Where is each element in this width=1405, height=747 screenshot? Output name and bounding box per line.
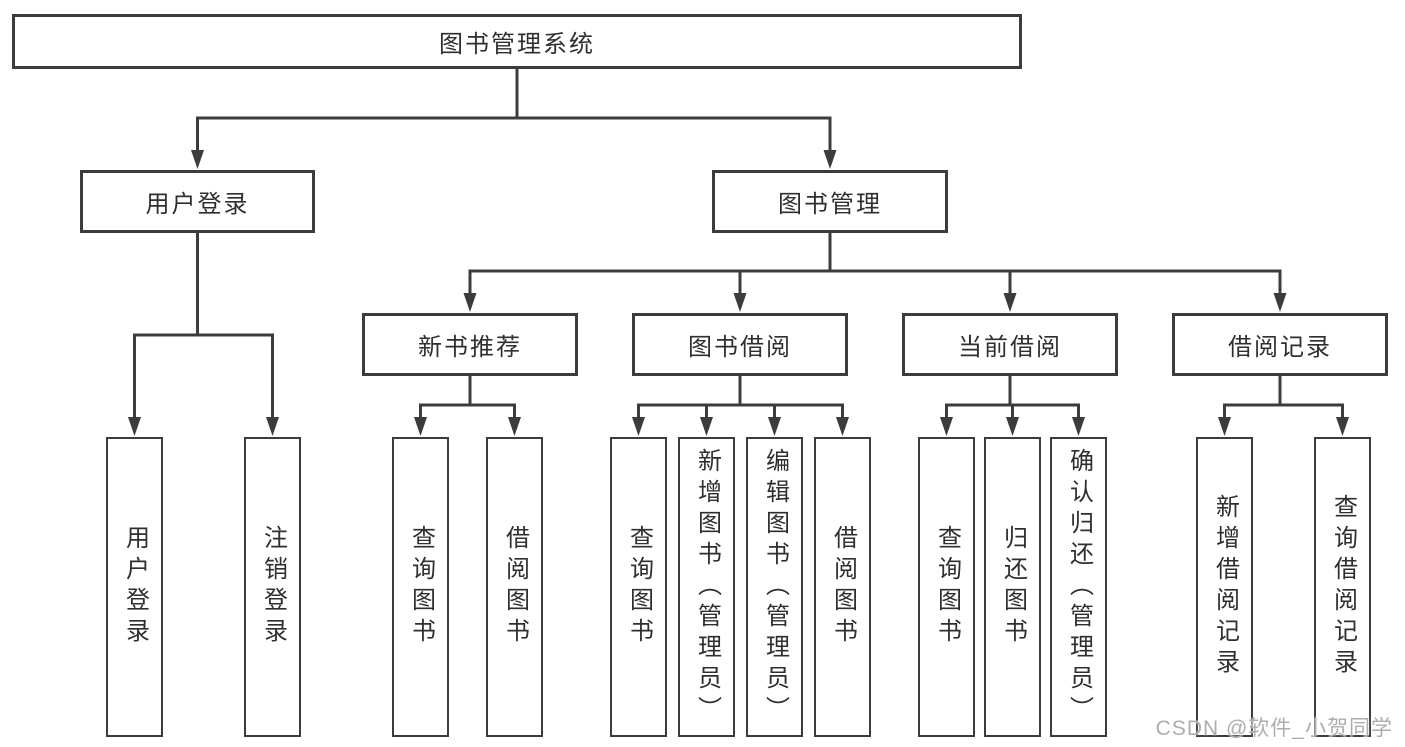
arrowhead — [823, 150, 837, 169]
node-leaf-borrow-books-recommend: 借阅图书 — [486, 437, 543, 737]
arrowhead — [414, 417, 427, 436]
node-label: 借阅图书 — [501, 525, 529, 649]
node-label: 借阅图书 — [829, 525, 857, 649]
arrowhead — [191, 150, 204, 169]
arrowhead — [266, 417, 279, 436]
node-label: 图书管理系统 — [439, 31, 595, 58]
arrowhead — [1218, 417, 1231, 436]
node-label: 新增图书（管理员） — [693, 447, 721, 727]
node-label: 确认归还（管理员） — [1065, 447, 1093, 727]
node-label: 当前借阅 — [958, 334, 1062, 361]
node-label: 查询图书 — [625, 525, 653, 649]
node-leaf-query-books-borrow: 查询图书 — [610, 437, 667, 737]
arrowhead — [940, 417, 953, 436]
node-book-borrow: 图书借阅 — [632, 313, 848, 376]
node-book-management: 图书管理 — [712, 170, 948, 233]
arrowhead — [128, 417, 141, 436]
arrowhead — [836, 417, 849, 436]
node-label: 查询图书 — [933, 525, 961, 649]
node-borrow-records: 借阅记录 — [1172, 313, 1388, 376]
arrowhead — [1273, 293, 1287, 312]
node-label: 图书借阅 — [688, 334, 792, 361]
node-label: 新增借阅记录 — [1211, 494, 1239, 680]
node-leaf-user-login: 用户登录 — [106, 437, 163, 737]
node-label: 用户登录 — [121, 525, 149, 649]
node-library-system: 图书管理系统 — [12, 14, 1022, 69]
node-leaf-borrow-books: 借阅图书 — [814, 437, 871, 737]
node-label: 归还图书 — [999, 525, 1027, 649]
node-leaf-logout: 注销登录 — [244, 437, 301, 737]
arrowhead — [700, 417, 713, 436]
arrowhead — [632, 417, 645, 436]
node-label: 新书推荐 — [418, 334, 522, 361]
node-leaf-return-books: 归还图书 — [984, 437, 1041, 737]
node-label: 图书管理 — [778, 191, 882, 218]
arrowhead — [463, 293, 477, 312]
node-label: 查询借阅记录 — [1329, 494, 1357, 680]
node-label: 用户登录 — [145, 191, 250, 218]
node-new-book-recommend: 新书推荐 — [362, 313, 578, 376]
node-label: 注销登录 — [259, 525, 287, 649]
watermark-text: CSDN @软件_小贺同学 — [1155, 717, 1393, 740]
arrowhead — [1336, 417, 1349, 436]
node-leaf-edit-book-admin: 编辑图书（管理员） — [746, 437, 803, 737]
node-leaf-query-books-current: 查询图书 — [918, 437, 975, 737]
arrowhead — [1006, 417, 1019, 436]
node-current-borrow: 当前借阅 — [902, 313, 1118, 376]
arrowhead — [508, 417, 521, 436]
node-leaf-query-books-recommend: 查询图书 — [392, 437, 449, 737]
node-leaf-add-book-admin: 新增图书（管理员） — [678, 437, 735, 737]
node-user-login: 用户登录 — [80, 170, 315, 233]
node-leaf-add-borrow-record: 新增借阅记录 — [1196, 437, 1253, 737]
arrowhead — [1072, 417, 1085, 436]
arrowhead — [1003, 293, 1017, 312]
node-label: 借阅记录 — [1228, 334, 1332, 361]
arrowhead — [768, 417, 781, 436]
node-leaf-query-borrow-record: 查询借阅记录 — [1314, 437, 1371, 737]
arrowhead — [733, 293, 747, 312]
node-leaf-confirm-return-admin: 确认归还（管理员） — [1050, 437, 1107, 737]
node-label: 编辑图书（管理员） — [761, 447, 789, 727]
node-label: 查询图书 — [407, 525, 435, 649]
